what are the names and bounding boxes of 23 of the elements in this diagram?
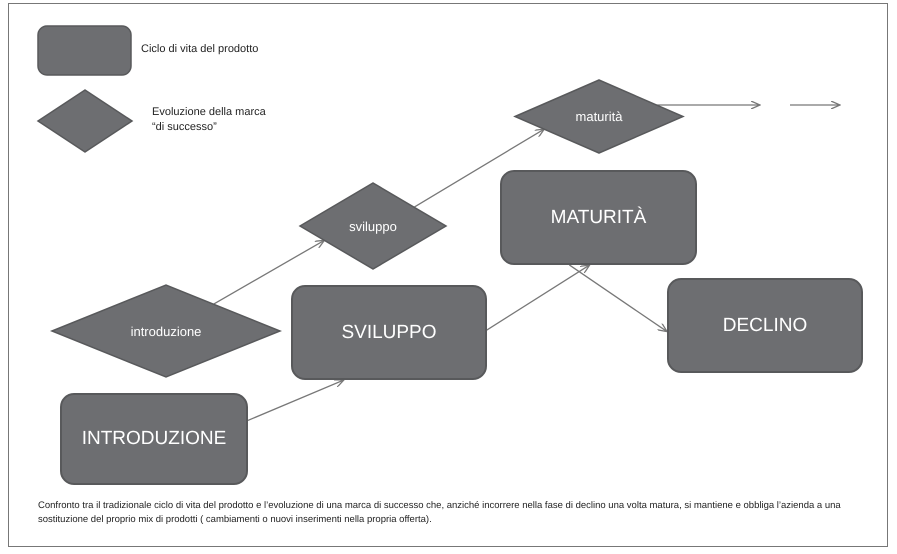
process-box [60, 393, 248, 485]
node-label: SVILUPPO [341, 322, 437, 344]
node-label: introduzione [130, 324, 202, 338]
arrow [656, 100, 761, 110]
process-box [291, 285, 487, 380]
node-label: maturità [576, 109, 622, 124]
node-label: DECLINO [722, 314, 808, 336]
decision-diamond [300, 183, 446, 269]
arrow [413, 128, 545, 208]
node-label: sviluppo [349, 218, 397, 234]
node-label: MATURITÀ [550, 206, 646, 228]
caption: Confronto tra il tradizionale ciclo di vita del prodotto e l’evoluzione di una marca di successo che, anziché incorrere nella fase di declino una volta matura, si mantiene e obbliga l’azienda a una sostituzione del proprio mix di prodotti ( cambiamenti o nuovi inserimenti nella propria offerta). [38, 499, 842, 528]
legend-label: Evoluzione della marca “di successo” [152, 105, 267, 136]
process-box [667, 278, 863, 373]
decision-diamond [52, 285, 280, 377]
decision-diamond [515, 80, 683, 153]
arrow [486, 264, 590, 331]
legend-label: Ciclo di vita del prodotto [141, 42, 260, 57]
arrow [247, 379, 345, 422]
process-box [500, 170, 697, 265]
arrow [213, 240, 326, 305]
node-label: INTRODUZIONE [82, 428, 226, 450]
arrow [568, 264, 668, 332]
